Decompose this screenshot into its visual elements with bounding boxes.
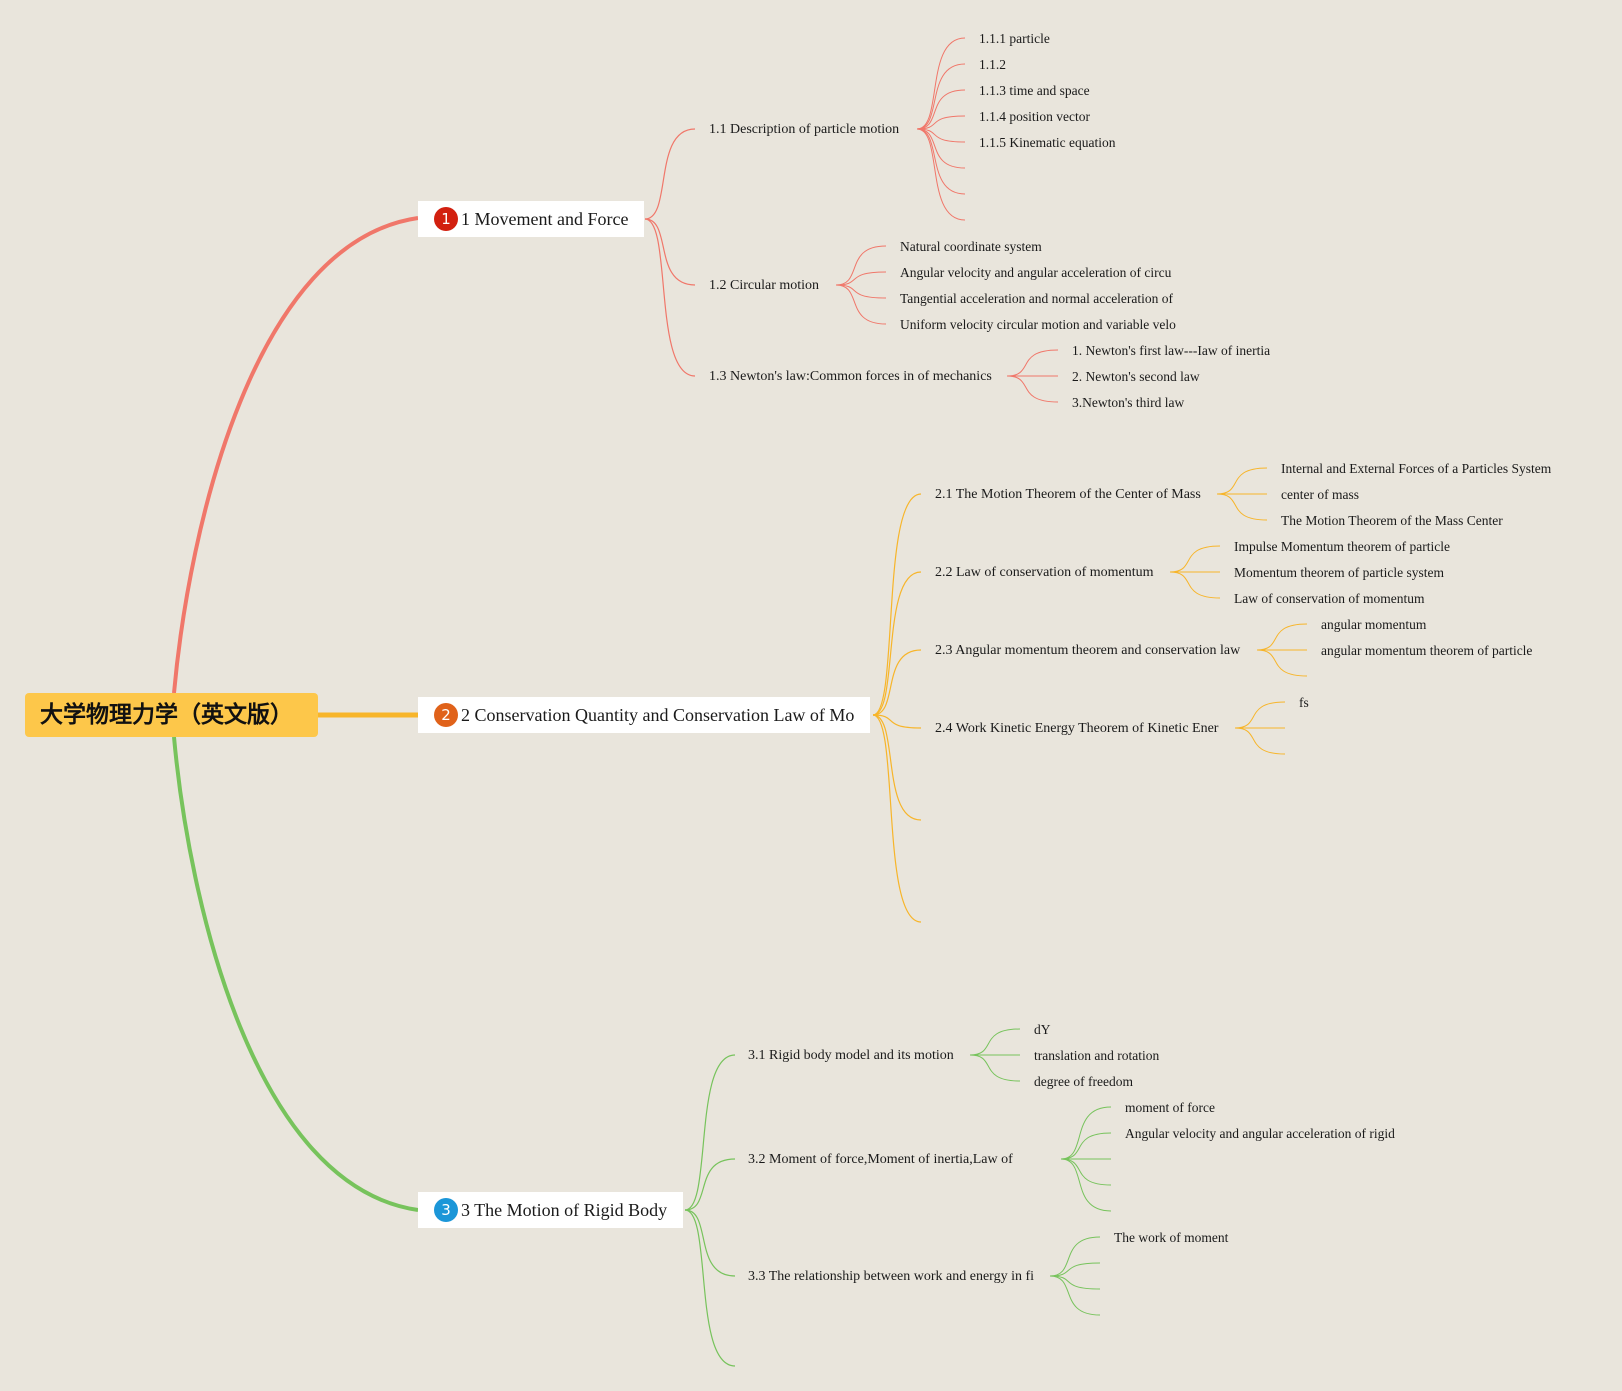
subtopic-3-1[interactable]: 3.1 Rigid body model and its motion (748, 1048, 954, 1063)
link-sub-1-3-leaf-3 (1006, 375, 1059, 403)
link-sub-3-3-leaf-2 (1049, 1262, 1101, 1277)
leaf-node[interactable]: Internal and External Forces of a Partic… (1281, 461, 1552, 476)
link-sub-1-3-leaf-1 (1006, 349, 1059, 377)
leaf-node[interactable]: Angular velocity and angular acceleratio… (900, 265, 1172, 280)
link-sub-2-3-leaf-3 (1256, 649, 1308, 677)
branch-label: 2 Conservation Quantity and Conservation… (461, 705, 855, 725)
leaf-node[interactable]: 1. Newton's first law---Iaw of inertia (1072, 343, 1271, 358)
link-branch-3-sub-4 (684, 1209, 736, 1367)
link-sub-1-1-leaf-3 (916, 89, 966, 130)
leaf-node[interactable]: Impulse Momentum theorem of particle (1234, 539, 1450, 554)
number-badge-icon: 1 (434, 207, 458, 232)
link-sub-2-3-leaf-1 (1256, 623, 1308, 651)
subtopic-1-3[interactable]: 1.3 Newton's law:Common forces in of mec… (709, 369, 992, 384)
branch-label: 3 The Motion of Rigid Body (461, 1200, 668, 1220)
link-sub-2-4-leaf-3 (1234, 727, 1286, 755)
leaf-node[interactable]: moment of force (1125, 1100, 1215, 1115)
leaf-node[interactable]: degree of freedom (1034, 1074, 1133, 1089)
link-sub-3-3-leaf-1 (1049, 1236, 1101, 1277)
link-sub-1-2-leaf-1 (835, 245, 887, 286)
link-branch-2-sub-5 (872, 714, 922, 821)
link-branch-2-sub-2 (872, 571, 922, 716)
link-sub-2-4-leaf-1 (1234, 701, 1286, 729)
subtopic-2-2[interactable]: 2.2 Law of conservation of momentum (935, 565, 1154, 580)
subtopic-1-2[interactable]: 1.2 Circular motion (709, 278, 820, 293)
leaf-node[interactable]: angular momentum theorem of particle (1321, 643, 1533, 658)
leaf-node[interactable]: translation and rotation (1034, 1048, 1160, 1063)
link-sub-1-1-leaf-4 (916, 115, 966, 130)
link-sub-2-2-leaf-1 (1169, 545, 1221, 573)
link-sub-2-1-leaf-3 (1216, 493, 1268, 521)
leaf-node[interactable]: center of mass (1281, 487, 1359, 502)
link-branch-3-sub-2 (684, 1158, 736, 1211)
leaf-node[interactable]: 1.1.1 particle (979, 31, 1050, 46)
leaf-node[interactable]: angular momentum (1321, 617, 1427, 632)
branch-label: 1 Movement and Force (461, 209, 629, 229)
link-sub-1-2-leaf-4 (835, 284, 887, 325)
link-sub-3-2-leaf-1 (1060, 1106, 1112, 1160)
link-sub-1-1-leaf-5 (916, 128, 966, 143)
link-sub-3-2-leaf-5 (1060, 1158, 1112, 1212)
link-sub-3-2-leaf-4 (1060, 1158, 1112, 1186)
leaf-node[interactable]: dY (1034, 1022, 1051, 1037)
number-badge-icon: 2 (434, 703, 458, 728)
root-link-branch-3 (172, 736, 419, 1212)
root-link-branch-1 (172, 216, 419, 694)
leaf-node[interactable]: Momentum theorem of particle system (1234, 565, 1444, 580)
number-badge-icon: 3 (434, 1198, 458, 1223)
leaf-node[interactable]: Law of conservation of momentum (1234, 591, 1425, 606)
leaf-node[interactable]: 1.1.3 time and space (979, 83, 1090, 98)
subtopic-3-3[interactable]: 3.3 The relationship between work and en… (748, 1269, 1035, 1284)
leaf-node[interactable]: 3.Newton's third law (1072, 395, 1185, 410)
leaf-node[interactable]: Uniform velocity circular motion and var… (900, 317, 1176, 332)
leaf-node[interactable]: fs (1299, 695, 1309, 710)
leaf-node[interactable]: 1.1.2 (979, 57, 1006, 72)
link-branch-1-sub-2 (644, 218, 696, 286)
leaf-node[interactable]: 1.1.5 Kinematic equation (979, 135, 1116, 150)
subtopic-2-3[interactable]: 2.3 Angular momentum theorem and conserv… (935, 643, 1241, 658)
link-branch-3-sub-1 (684, 1054, 736, 1211)
leaf-node[interactable]: The work of moment (1114, 1230, 1229, 1245)
link-branch-2-sub-4 (872, 714, 922, 729)
leaf-node[interactable]: Angular velocity and angular acceleratio… (1125, 1126, 1395, 1141)
link-sub-2-2-leaf-3 (1169, 571, 1221, 599)
subtopic-1-1[interactable]: 1.1 Description of particle motion (709, 122, 900, 137)
leaf-node[interactable]: 1.1.4 position vector (979, 109, 1090, 124)
leaf-node[interactable]: Tangential acceleration and normal accel… (900, 291, 1174, 306)
link-branch-3-sub-3 (684, 1209, 736, 1277)
link-sub-1-1-leaf-1 (916, 37, 966, 130)
link-branch-2-sub-1 (872, 493, 922, 716)
link-branch-1-sub-3 (644, 218, 696, 377)
link-sub-2-1-leaf-1 (1216, 467, 1268, 495)
link-sub-3-1-leaf-3 (969, 1054, 1021, 1082)
link-sub-3-1-leaf-1 (969, 1028, 1021, 1056)
link-sub-1-1-leaf-6 (916, 128, 966, 169)
link-sub-1-2-leaf-2 (835, 271, 887, 286)
root-topic[interactable]: 大学物理力学（英文版） (25, 693, 318, 737)
link-branch-1-sub-1 (644, 128, 696, 220)
leaf-node[interactable]: Natural coordinate system (900, 239, 1042, 254)
link-branch-2-sub-3 (872, 649, 922, 716)
link-sub-3-2-leaf-2 (1060, 1132, 1112, 1160)
leaf-node[interactable]: 2. Newton's second law (1072, 369, 1200, 384)
link-sub-1-2-leaf-3 (835, 284, 887, 299)
link-sub-3-3-leaf-4 (1049, 1275, 1101, 1316)
link-branch-2-sub-6 (872, 714, 922, 923)
link-sub-3-3-leaf-3 (1049, 1275, 1101, 1290)
leaf-node[interactable]: The Motion Theorem of the Mass Center (1281, 513, 1503, 528)
subtopic-2-4[interactable]: 2.4 Work Kinetic Energy Theorem of Kinet… (935, 721, 1219, 736)
link-sub-1-1-leaf-2 (916, 63, 966, 130)
subtopic-3-2[interactable]: 3.2 Moment of force,Moment of inertia,La… (748, 1152, 1013, 1167)
subtopic-2-1[interactable]: 2.1 The Motion Theorem of the Center of … (935, 487, 1201, 502)
link-sub-1-1-leaf-8 (916, 128, 966, 221)
